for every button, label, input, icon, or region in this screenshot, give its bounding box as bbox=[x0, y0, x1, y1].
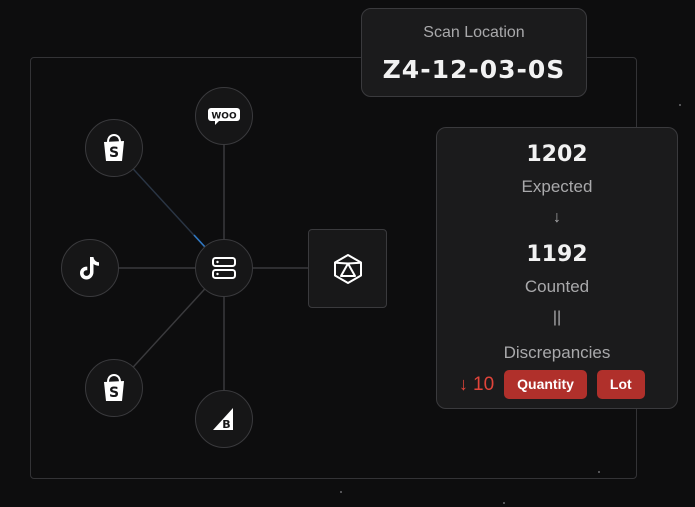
shopify-icon: S bbox=[104, 374, 124, 401]
down-arrow-red-icon: ↓ bbox=[459, 374, 468, 394]
tiktok-icon bbox=[80, 257, 99, 280]
counted-value: 1192 bbox=[526, 242, 588, 267]
server-hub-icon bbox=[212, 257, 236, 279]
shopify-node-bottom[interactable]: S bbox=[85, 359, 143, 417]
background-speck bbox=[679, 104, 681, 106]
bigcommerce-icon: B bbox=[213, 408, 233, 431]
expected-value: 1202 bbox=[526, 142, 588, 167]
discrepancies-label: Discrepancies bbox=[503, 343, 611, 362]
scan-location-code: Z4-12-03-0S bbox=[382, 55, 566, 84]
cube-icon bbox=[333, 253, 362, 284]
svg-text:S: S bbox=[109, 145, 119, 161]
quantity-tag[interactable]: Quantity bbox=[504, 370, 587, 399]
expected-label: Expected bbox=[521, 177, 593, 196]
inventory-count-card: 1202 Expected ↓ 1192 Counted || Discrepa… bbox=[436, 127, 678, 409]
background-speck bbox=[503, 502, 505, 504]
scan-location-card: Scan Location Z4-12-03-0S bbox=[361, 8, 587, 97]
shopify-node-top[interactable]: S bbox=[85, 119, 143, 177]
bigcommerce-node[interactable]: B bbox=[195, 390, 253, 448]
lot-tag[interactable]: Lot bbox=[596, 370, 645, 399]
discrepancy-value: ↓ 10 bbox=[459, 374, 494, 396]
woo-label: WOO bbox=[211, 112, 237, 122]
woocommerce-icon: WOO bbox=[208, 108, 240, 125]
down-arrow-icon: ↓ bbox=[553, 209, 561, 226]
tiktok-node[interactable] bbox=[61, 239, 119, 297]
warehouse-cube-node[interactable] bbox=[308, 229, 387, 308]
shopify-icon: S bbox=[104, 134, 124, 161]
background-speck bbox=[598, 471, 600, 473]
server-hub-node[interactable] bbox=[195, 239, 253, 297]
counted-label: Counted bbox=[524, 277, 590, 296]
scan-location-label: Scan Location bbox=[423, 24, 525, 41]
woocommerce-node[interactable]: WOO bbox=[195, 87, 253, 145]
background-speck bbox=[340, 491, 342, 493]
discrepancy-count: 10 bbox=[473, 373, 495, 395]
equals-icon: || bbox=[552, 309, 562, 326]
bigcommerce-label: B bbox=[222, 418, 230, 431]
discrepancy-row: ↓ 10 Quantity Lot bbox=[459, 370, 655, 399]
svg-text:S: S bbox=[109, 385, 119, 401]
